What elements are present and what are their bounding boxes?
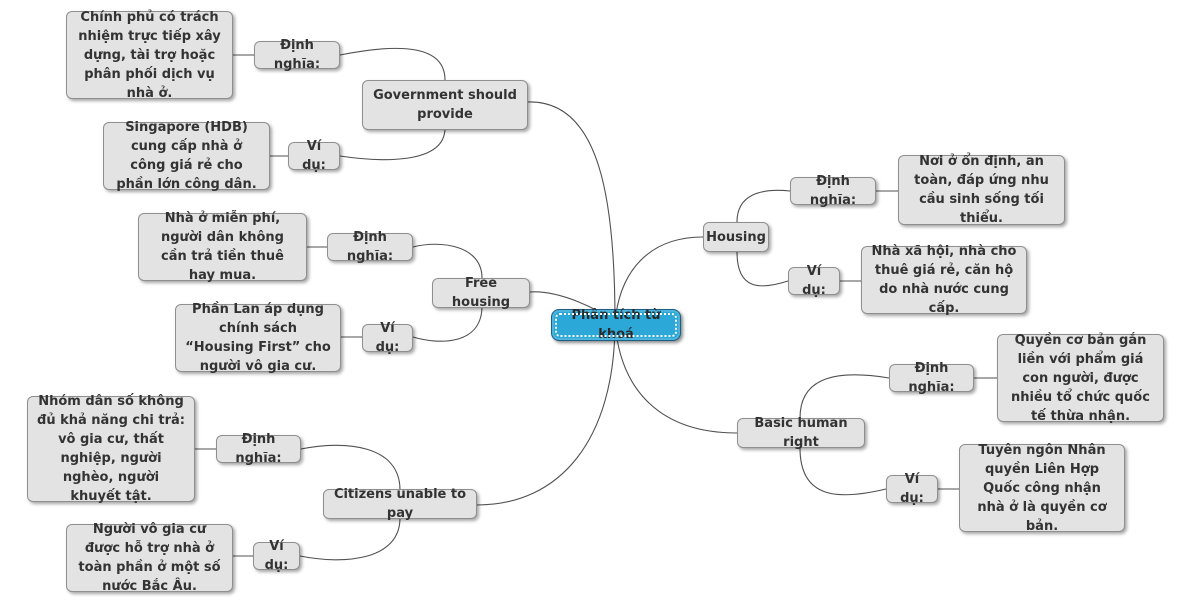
branch-free-housing[interactable]: Free housing — [432, 276, 530, 310]
free-housing-definition-label[interactable]: Định nghĩa: — [327, 230, 413, 264]
citizens-example-text[interactable]: Người vô gia cư được hỗ trợ nhà ở toàn p… — [66, 522, 233, 594]
link-center-citizens — [476, 321, 616, 506]
link-free-def — [412, 243, 483, 279]
link-center-human-right — [614, 321, 738, 434]
branch-citizens-unable-to-pay[interactable]: Citizens unable to pay — [323, 487, 477, 521]
human-right-example-label[interactable]: Ví dụ: — [886, 472, 938, 506]
link-housing-ex — [736, 251, 789, 287]
citizens-example-label[interactable]: Ví dụ: — [253, 539, 300, 573]
housing-definition-label[interactable]: Định nghĩa: — [790, 174, 876, 208]
link-housing-def — [736, 189, 791, 223]
government-example-text[interactable]: Singapore (HDB) cung cấp nhà ở công giá … — [103, 120, 270, 192]
link-right-def — [799, 374, 890, 419]
branch-government-should-provide[interactable]: Government should provide — [362, 80, 528, 130]
citizens-definition-text[interactable]: Nhóm dân số không đủ khả năng chi trả: v… — [27, 394, 195, 504]
link-center-government — [527, 101, 616, 323]
government-definition-label[interactable]: Định nghĩa: — [254, 38, 340, 72]
government-definition-text[interactable]: Chính phủ có trách nhiệm trực tiếp xây d… — [66, 10, 233, 101]
link-government-def — [339, 47, 446, 81]
branch-basic-human-right[interactable]: Basic human right — [737, 416, 865, 450]
link-citizens-def — [300, 444, 401, 491]
housing-definition-text[interactable]: Nơi ở ổn định, an toàn, đáp ứng nhu cầu … — [898, 154, 1065, 226]
branch-housing[interactable]: Housing — [703, 222, 769, 252]
free-housing-definition-text[interactable]: Nhà ở miễn phí, người dân không cần trả … — [138, 211, 307, 283]
free-housing-example-text[interactable]: Phần Lan áp dụng chính sách “Housing Fir… — [175, 302, 341, 374]
housing-example-label[interactable]: Ví dụ: — [788, 264, 840, 298]
link-right-ex — [799, 447, 887, 496]
link-citizens-ex — [299, 517, 401, 561]
human-right-example-text[interactable]: Tuyên ngôn Nhân quyền Liên Hợp Quốc công… — [959, 443, 1125, 534]
government-example-label[interactable]: Ví dụ: — [288, 139, 340, 173]
central-topic[interactable]: Phân tích từ khoá — [551, 308, 681, 342]
citizens-definition-label[interactable]: Định nghĩa: — [216, 432, 301, 466]
housing-example-text[interactable]: Nhà xã hội, nhà cho thuê giá rẻ, căn hộ … — [861, 244, 1027, 316]
human-right-definition-text[interactable]: Quyền cơ bản gắn liền với phẩm giá con n… — [997, 333, 1164, 424]
link-center-housing — [614, 236, 704, 323]
free-housing-example-label[interactable]: Ví dụ: — [362, 321, 413, 355]
link-government-ex — [339, 127, 446, 161]
human-right-definition-label[interactable]: Định nghĩa: — [889, 361, 974, 395]
link-free-ex — [412, 305, 483, 342]
